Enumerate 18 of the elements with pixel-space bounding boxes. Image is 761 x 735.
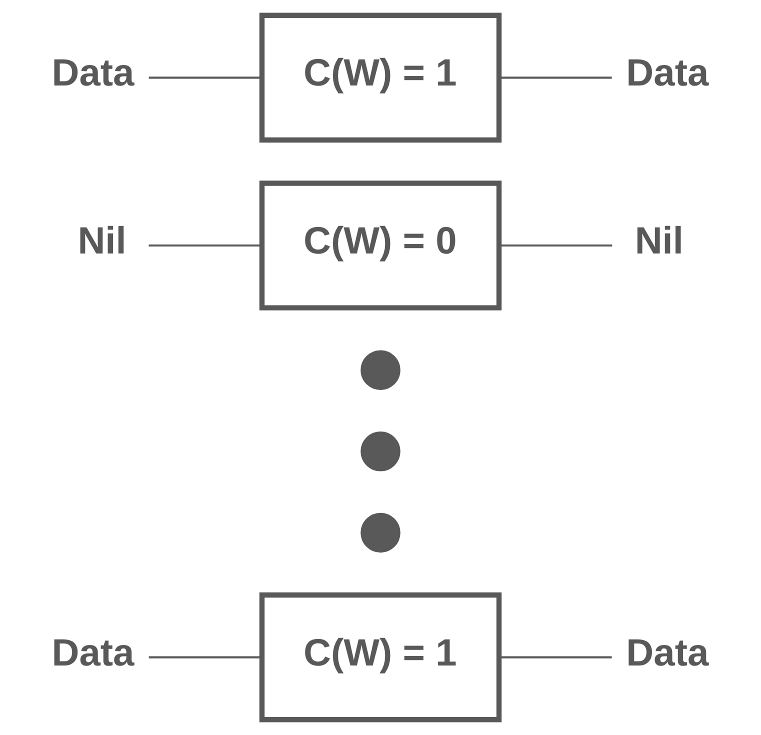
node-circle [360, 350, 400, 390]
node-text: Data [52, 52, 134, 95]
connector [148, 656, 262, 658]
node-box: C(W) = 0 [259, 180, 502, 310]
node-text: Data [626, 52, 709, 95]
node-text: Nil [78, 220, 126, 262]
connector [499, 244, 612, 247]
connector [148, 76, 262, 79]
node-box: C(W) = 1 [259, 592, 502, 722]
connector [148, 244, 262, 247]
node-text: Nil [634, 220, 684, 262]
connector [499, 76, 612, 79]
node-circle [360, 512, 400, 553]
node-text: Data [626, 632, 709, 674]
connector [499, 656, 612, 658]
node-text: Data [52, 632, 134, 674]
node-box: C(W) = 1 [259, 12, 502, 143]
node-circle [360, 432, 400, 472]
